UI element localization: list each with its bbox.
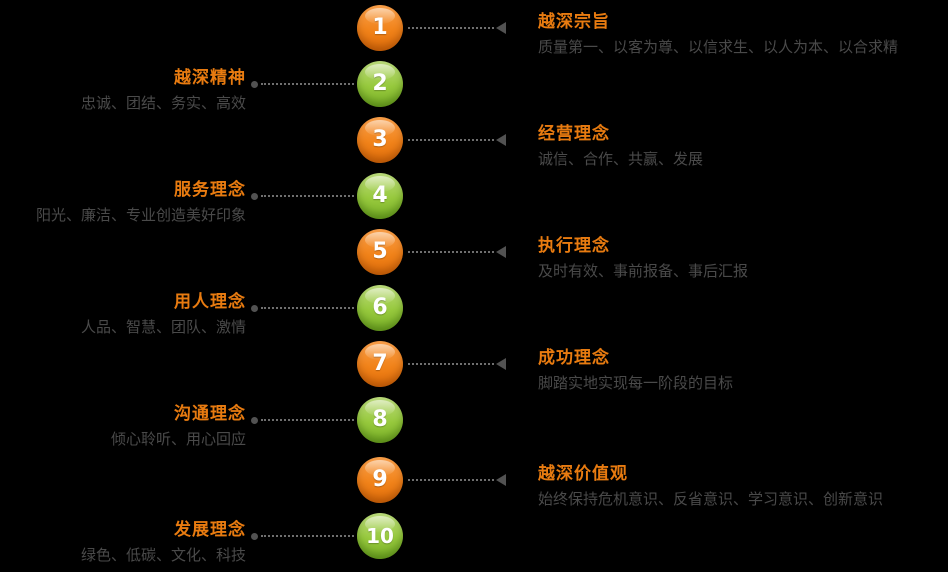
step-circle: 6 — [357, 285, 403, 331]
step-circle: 1 — [357, 5, 403, 51]
diagram-item-6: 6 用人理念 人品、智慧、团队、激情 — [0, 285, 948, 337]
item-subtitle: 及时有效、事前报备、事后汇报 — [538, 262, 749, 280]
step-number: 9 — [372, 467, 388, 492]
item-title: 发展理念 — [174, 520, 246, 540]
connector-line — [261, 195, 354, 197]
dot-icon — [251, 533, 258, 540]
item-label: 越深精神 忠诚、团结、务实、高效 — [0, 68, 246, 112]
item-title: 用人理念 — [174, 292, 246, 312]
step-number: 8 — [372, 407, 388, 432]
item-label: 沟通理念 倾心聆听、用心回应 — [0, 404, 246, 448]
step-number: 1 — [372, 15, 388, 40]
connector-line — [408, 363, 494, 365]
arrow-left-icon — [496, 134, 506, 146]
connector-line — [408, 139, 494, 141]
diagram-item-4: 4 服务理念 阳光、廉洁、专业创造美好印象 — [0, 173, 948, 225]
diagram-item-3: 3 经营理念 诚信、合作、共赢、发展 — [0, 117, 948, 169]
connector-line — [261, 307, 354, 309]
item-label: 成功理念 脚踏实地实现每一阶段的目标 — [538, 348, 938, 392]
item-title: 越深宗旨 — [538, 12, 610, 32]
connector-line — [408, 27, 494, 29]
step-circle: 4 — [357, 173, 403, 219]
step-number: 2 — [372, 71, 388, 96]
item-title: 越深价值观 — [538, 464, 628, 484]
item-subtitle: 始终保持危机意识、反省意识、学习意识、创新意识 — [538, 490, 884, 508]
step-number: 6 — [372, 295, 388, 320]
item-title: 执行理念 — [538, 236, 610, 256]
item-label: 经营理念 诚信、合作、共赢、发展 — [538, 124, 938, 168]
item-label: 发展理念 绿色、低碳、文化、科技 — [0, 520, 246, 564]
step-number: 4 — [372, 183, 388, 208]
connector-line — [261, 535, 354, 537]
item-title: 服务理念 — [174, 180, 246, 200]
item-title: 经营理念 — [538, 124, 610, 144]
connector-line — [261, 419, 354, 421]
step-number: 10 — [366, 524, 394, 548]
step-circle: 8 — [357, 397, 403, 443]
diagram-item-7: 7 成功理念 脚踏实地实现每一阶段的目标 — [0, 341, 948, 393]
diagram-item-10: 10 发展理念 绿色、低碳、文化、科技 — [0, 513, 948, 565]
item-label: 用人理念 人品、智慧、团队、激情 — [0, 292, 246, 336]
step-circle: 3 — [357, 117, 403, 163]
connector-line — [408, 479, 494, 481]
item-subtitle: 忠诚、团结、务实、高效 — [80, 94, 246, 112]
step-number: 7 — [372, 351, 388, 376]
item-label: 服务理念 阳光、廉洁、专业创造美好印象 — [0, 180, 246, 224]
arrow-left-icon — [496, 246, 506, 258]
item-subtitle: 诚信、合作、共赢、发展 — [538, 150, 704, 168]
arrow-left-icon — [496, 358, 506, 370]
arrow-left-icon — [496, 22, 506, 34]
arrow-left-icon — [496, 474, 506, 486]
diagram-item-5: 5 执行理念 及时有效、事前报备、事后汇报 — [0, 229, 948, 281]
item-title: 成功理念 — [538, 348, 610, 368]
item-label: 越深价值观 始终保持危机意识、反省意识、学习意识、创新意识 — [538, 464, 938, 508]
item-subtitle: 质量第一、以客为尊、以信求生、以人为本、以合求精 — [538, 38, 899, 56]
step-circle: 5 — [357, 229, 403, 275]
connector-line — [408, 251, 494, 253]
item-title: 越深精神 — [174, 68, 246, 88]
step-number: 5 — [372, 239, 388, 264]
item-subtitle: 人品、智慧、团队、激情 — [80, 318, 246, 336]
step-circle: 7 — [357, 341, 403, 387]
diagram-item-8: 8 沟通理念 倾心聆听、用心回应 — [0, 397, 948, 449]
dot-icon — [251, 417, 258, 424]
diagram-item-1: 1 越深宗旨 质量第一、以客为尊、以信求生、以人为本、以合求精 — [0, 5, 948, 57]
step-circle: 9 — [357, 457, 403, 503]
item-label: 越深宗旨 质量第一、以客为尊、以信求生、以人为本、以合求精 — [538, 12, 938, 56]
item-label: 执行理念 及时有效、事前报备、事后汇报 — [538, 236, 938, 280]
step-circle: 10 — [357, 513, 403, 559]
item-subtitle: 绿色、低碳、文化、科技 — [80, 546, 246, 564]
connector-line — [261, 83, 354, 85]
dot-icon — [251, 305, 258, 312]
dot-icon — [251, 193, 258, 200]
step-number: 3 — [372, 127, 388, 152]
item-subtitle: 倾心聆听、用心回应 — [110, 430, 246, 448]
dot-icon — [251, 81, 258, 88]
diagram-item-9: 9 越深价值观 始终保持危机意识、反省意识、学习意识、创新意识 — [0, 457, 948, 509]
item-title: 沟通理念 — [174, 404, 246, 424]
diagram-item-2: 2 越深精神 忠诚、团结、务实、高效 — [0, 61, 948, 113]
item-subtitle: 阳光、廉洁、专业创造美好印象 — [35, 206, 246, 224]
item-subtitle: 脚踏实地实现每一阶段的目标 — [538, 374, 734, 392]
step-circle: 2 — [357, 61, 403, 107]
